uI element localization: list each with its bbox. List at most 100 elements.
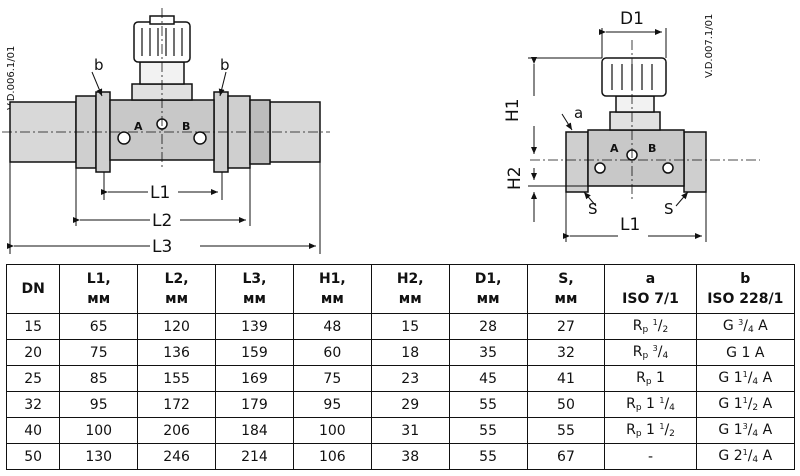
cell-s: 32: [526, 339, 606, 366]
fraction-numerator: 1: [742, 396, 748, 405]
column-header: H1, мм: [292, 264, 372, 314]
cell-h2: 15: [370, 313, 450, 340]
thread-prefix: R: [626, 396, 636, 412]
cell-l2: 155: [137, 365, 217, 392]
cell-a: Rp 3/4: [604, 339, 697, 366]
cell-h2: 31: [370, 417, 450, 444]
cell-l2: 136: [137, 339, 217, 366]
thread-integer: 1: [641, 396, 655, 412]
left-port-b: B: [182, 120, 190, 133]
cell-h1: 100: [292, 417, 372, 444]
cell-l3: 169: [215, 365, 294, 392]
column-header-title: H1,: [318, 271, 346, 287]
cell-h2: 18: [370, 339, 450, 366]
left-label-b: b: [94, 56, 104, 74]
cell-dn: 40: [5, 417, 61, 444]
dim-h1: H1: [503, 98, 523, 122]
cell-h2: 23: [370, 365, 450, 392]
column-header: L2,мм: [137, 264, 217, 314]
dim-l1-right: L1: [620, 215, 640, 235]
fraction-denominator: 2: [662, 325, 669, 335]
dim-l2: L2: [152, 211, 172, 231]
column-header-title: L3,: [242, 271, 267, 287]
column-header-unit: мм: [476, 291, 500, 307]
column-header-title: L2,: [164, 271, 189, 287]
dim-l1-left: L1: [150, 183, 170, 203]
fraction-numerator: 1: [742, 448, 748, 457]
column-header-title: a: [645, 271, 656, 287]
fraction-numerator: 3: [742, 422, 748, 431]
thread-suffix: A: [758, 422, 773, 438]
valve-drawings-svg: b b A B L1 L2 L3: [2, 8, 760, 257]
thread-subscript: p: [642, 325, 649, 335]
column-header-title: S,: [558, 271, 574, 287]
right-label-s-left: S: [588, 200, 598, 218]
thread-prefix: G 1 A: [726, 344, 765, 361]
column-header-unit: ISO 228/1: [707, 291, 784, 307]
cell-d1: 35: [448, 339, 528, 366]
right-label-a: a: [574, 104, 583, 122]
cell-l3: 139: [215, 313, 294, 340]
cell-l2: 120: [137, 313, 217, 340]
technical-drawing: V.D.006.1/01 V.D.007.1/01: [2, 8, 760, 257]
thread-prefix: R: [632, 344, 643, 360]
thread-suffix: A: [758, 448, 773, 464]
cell-l3: 159: [215, 339, 294, 366]
column-header-unit: мм: [554, 291, 578, 307]
cell-s: 27: [526, 313, 606, 340]
fraction-numerator: 1: [659, 396, 665, 405]
cell-d1: 28: [448, 313, 528, 340]
left-port-a: A: [134, 120, 143, 133]
cell-s: 50: [526, 391, 606, 418]
cell-s: 55: [526, 417, 606, 444]
thread-subscript: p: [635, 403, 642, 413]
cell-l1: 65: [59, 313, 139, 340]
fraction-numerator: 3: [652, 344, 658, 353]
column-header: L1,мм: [59, 264, 139, 314]
thread-prefix: G: [722, 318, 739, 334]
cell-l2: 172: [137, 391, 217, 418]
cell-dn: 25: [5, 365, 61, 392]
cell-b: G 3/4 A: [695, 313, 796, 340]
cell-b: G 1 A: [695, 339, 796, 366]
cell-dn: 32: [5, 391, 61, 418]
cell-h2: 38: [370, 443, 450, 470]
cell-b: G 11/2 A: [695, 391, 796, 418]
cell-dn: 20: [5, 339, 61, 366]
column-header: H2,мм: [370, 264, 450, 314]
cell-l1: 75: [59, 339, 139, 366]
thread-subscript: p: [645, 377, 652, 387]
thread-prefix: -: [647, 448, 654, 465]
cell-a: Rp 1: [604, 365, 697, 392]
column-header: DN: [5, 264, 61, 314]
fraction-numerator: 1: [652, 318, 658, 327]
right-port-a: A: [610, 142, 619, 155]
cell-l1: 100: [59, 417, 139, 444]
cell-dn: 50: [5, 443, 61, 470]
cell-h1: 106: [292, 443, 372, 470]
cell-l1: 95: [59, 391, 139, 418]
fraction-denominator: 4: [747, 325, 754, 335]
column-header-title: D1,: [474, 271, 502, 287]
column-header-title: b: [740, 271, 751, 287]
cell-l3: 179: [215, 391, 294, 418]
column-header-unit: мм: [398, 291, 422, 307]
cell-h1: 60: [292, 339, 372, 366]
column-header-title: DN: [21, 281, 45, 297]
column-header-unit: мм: [320, 291, 344, 307]
cell-d1: 45: [448, 365, 528, 392]
column-header: L3,мм: [215, 264, 294, 314]
cell-s: 67: [526, 443, 606, 470]
thread-prefix: R: [636, 370, 646, 386]
fraction-denominator: 4: [752, 455, 759, 465]
fraction-numerator: 3: [738, 318, 744, 327]
left-valve-view: [2, 8, 330, 173]
